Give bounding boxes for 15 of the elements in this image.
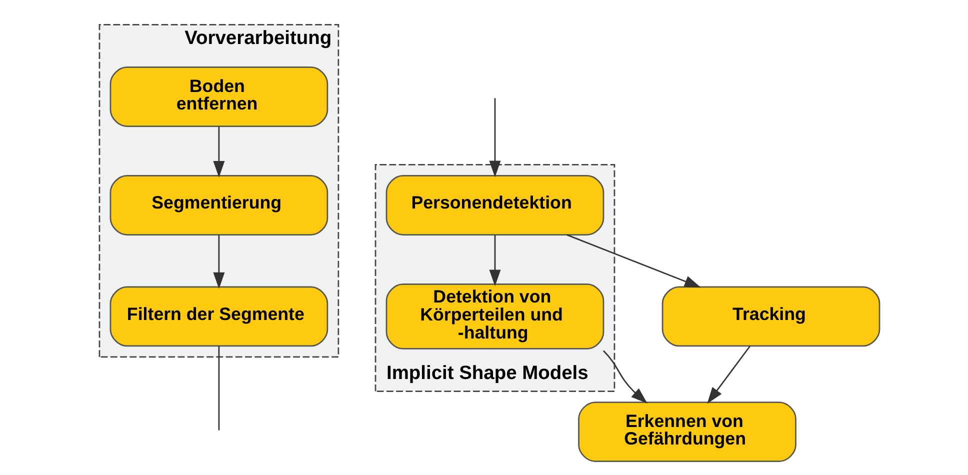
arrow bbox=[566, 234, 702, 288]
arrow bbox=[602, 350, 648, 404]
arrow bbox=[707, 346, 750, 404]
connector bbox=[218, 346, 220, 430]
node-box: Tracking bbox=[662, 286, 880, 347]
arrow bbox=[213, 235, 225, 289]
node-box: Boden entfernen bbox=[110, 66, 328, 127]
node-box: Segmentierung bbox=[110, 175, 328, 236]
node-box: Erkennen von Gefährdungen bbox=[578, 402, 796, 462]
node-box: Filtern der Segmente bbox=[110, 286, 328, 347]
node-box: Personendetektion bbox=[386, 175, 604, 236]
arrow bbox=[489, 98, 501, 178]
node-box: Detektion von Körperteilen und -haltung bbox=[386, 284, 604, 350]
arrow bbox=[489, 235, 501, 286]
arrow bbox=[213, 126, 225, 178]
